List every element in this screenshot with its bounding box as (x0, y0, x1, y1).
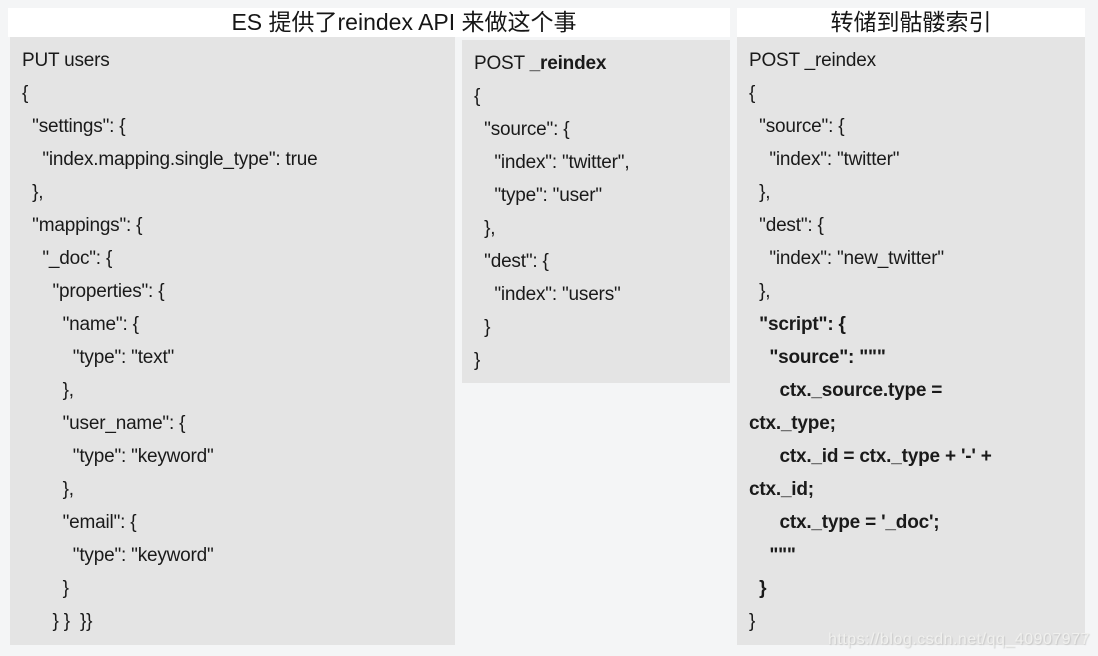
code-line: ctx._type = '_doc'; (749, 512, 940, 533)
code-line: "_doc": { (22, 248, 113, 269)
code-line: }, (749, 281, 771, 302)
code-line: POST _reindex (749, 50, 876, 71)
code-line: ctx._id; (749, 479, 814, 500)
code-line: } } }} (22, 611, 93, 632)
code-line: POST _reindex (474, 53, 607, 74)
code-line: "index": "new_twitter" (749, 248, 944, 269)
code-line: { (749, 83, 756, 104)
caption-reindex-api: ES 提供了reindex API 来做这个事 (8, 8, 730, 37)
caption-dump-to-skeleton-index: 转储到骷髅索引 (737, 8, 1085, 37)
code-line: { (474, 86, 481, 107)
code-line: } (474, 317, 491, 338)
code-line: }, (749, 182, 771, 203)
code-line: "type": "keyword" (22, 446, 214, 467)
code-line: { (22, 83, 29, 104)
code-line: "source": { (474, 119, 570, 140)
code-line: "email": { (22, 512, 137, 533)
code-line: "dest": { (474, 251, 549, 272)
watermark-url: https://blog.csdn.net/qq_40907977 (827, 631, 1090, 648)
code-line: "index.mapping.single_type": true (22, 149, 318, 170)
code-line: } (22, 578, 69, 599)
code-line: }, (22, 182, 44, 203)
code-line: PUT users (22, 50, 110, 71)
code-line: "source": { (749, 116, 845, 137)
code-line: "properties": { (22, 281, 165, 302)
code-line: "mappings": { (22, 215, 143, 236)
code-line: """ (749, 545, 796, 566)
code-line: }, (474, 218, 496, 239)
code-line: "index": "users" (474, 284, 621, 305)
code-panel-put-users: PUT users { "settings": { "index.mapping.… (10, 37, 455, 645)
code-line: "name": { (22, 314, 139, 335)
code-line: }, (22, 380, 74, 401)
code-line: ctx._id = ctx._type + '-' + (749, 446, 992, 467)
code-line: } (474, 350, 481, 371)
code-line: "settings": { (22, 116, 126, 137)
code-line: } (749, 611, 756, 632)
code-line: ctx._type; (749, 413, 836, 434)
code-line: "index": "twitter", (474, 152, 630, 173)
code-panel-reindex: POST _reindex { "source": { "index": "twi… (462, 40, 730, 383)
code-line: "user_name": { (22, 413, 186, 434)
code-line: }, (22, 479, 74, 500)
code-panel-reindex-script: POST _reindex { "source": { "index": "twi… (737, 37, 1085, 645)
code-line: "script": { (749, 314, 846, 335)
code-line: } (749, 578, 767, 599)
code-line: "source": """ (749, 347, 886, 368)
code-line: "index": "twitter" (749, 149, 900, 170)
code-line: "type": "user" (474, 185, 602, 206)
code-line: "dest": { (749, 215, 824, 236)
code-line: ctx._source.type = (749, 380, 943, 401)
code-line: "type": "keyword" (22, 545, 214, 566)
code-line: "type": "text" (22, 347, 175, 368)
